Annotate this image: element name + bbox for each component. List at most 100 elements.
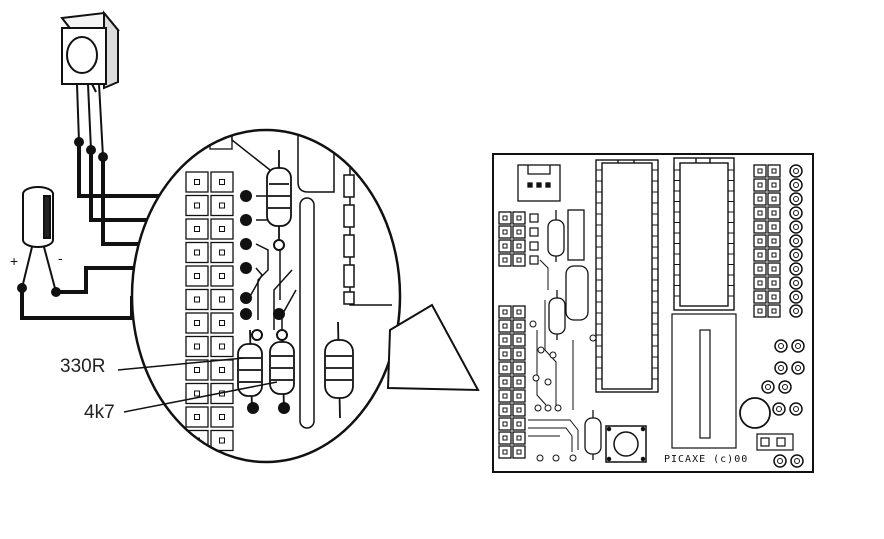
pad-hole xyxy=(194,273,200,279)
ir-receiver-icon xyxy=(60,10,120,158)
ring-hole xyxy=(765,384,771,390)
pad-hole xyxy=(502,393,508,399)
pad-hole xyxy=(502,449,508,455)
ring-hole xyxy=(793,266,799,272)
ring-hole xyxy=(795,343,801,349)
pad-hole xyxy=(502,243,508,249)
pad-hole xyxy=(771,168,777,174)
pad-hole xyxy=(516,393,522,399)
label-leaders xyxy=(117,357,278,413)
small-pad xyxy=(529,213,539,223)
pad-hole xyxy=(771,252,777,258)
small-pad xyxy=(529,241,539,251)
pad-hole xyxy=(516,351,522,357)
zoom-detail xyxy=(132,130,400,462)
pad-hole xyxy=(219,226,225,232)
ring-hole xyxy=(793,252,799,258)
capacitor-plus-label: + xyxy=(10,253,19,269)
pad-hole xyxy=(771,280,777,286)
pad-hole xyxy=(516,257,522,263)
pad-hole xyxy=(757,294,763,300)
ring-hole xyxy=(776,406,782,412)
small-pad xyxy=(529,255,539,265)
ring-hole xyxy=(778,343,784,349)
pad-hole xyxy=(757,308,763,314)
pad-hole xyxy=(516,421,522,427)
pad-hole xyxy=(516,309,522,315)
ring-hole xyxy=(777,458,783,464)
pad-hole xyxy=(757,238,763,244)
pad-hole xyxy=(502,365,508,371)
pad-hole xyxy=(194,202,200,209)
pad-hole xyxy=(771,266,777,272)
pad-hole xyxy=(516,337,522,343)
ring-hole xyxy=(793,406,799,412)
pad-hole xyxy=(502,309,508,315)
capacitor-minus-label: - xyxy=(58,250,63,266)
board-silkscreen-label: PICAXE (c)00 xyxy=(664,454,749,465)
ring-hole xyxy=(793,210,799,216)
resistor-4k7-label: 4k7 xyxy=(84,402,115,423)
pad-hole xyxy=(219,437,225,444)
pad-hole xyxy=(516,449,522,455)
pad-hole xyxy=(219,249,225,256)
pad-hole xyxy=(194,320,200,326)
ring-hole xyxy=(793,238,799,244)
zoom-pointer-arrow-icon xyxy=(386,303,480,392)
pad-hole xyxy=(771,294,777,300)
pad-hole xyxy=(194,390,200,397)
pad-hole xyxy=(757,252,763,258)
pad-hole xyxy=(516,407,522,413)
pad-hole xyxy=(757,210,763,216)
pad-hole xyxy=(771,196,777,202)
small-pad xyxy=(529,227,539,237)
pad-hole xyxy=(219,273,225,279)
pad-hole xyxy=(502,229,508,235)
pad-hole xyxy=(516,365,522,371)
pad-hole xyxy=(219,296,225,303)
pad-hole xyxy=(219,367,225,373)
pad-hole xyxy=(502,407,508,413)
pad-hole xyxy=(516,215,522,221)
ring-hole xyxy=(793,168,799,174)
pad-hole xyxy=(194,249,200,256)
pad-hole xyxy=(757,182,763,188)
ring-hole xyxy=(795,365,801,371)
ic-pins xyxy=(596,169,734,380)
pad-hole xyxy=(516,379,522,385)
pad-hole xyxy=(502,337,508,343)
pad-hole xyxy=(502,435,508,441)
pcb-header-pads xyxy=(498,164,781,459)
pad-hole xyxy=(502,351,508,357)
pad-hole xyxy=(757,280,763,286)
pad-hole xyxy=(771,224,777,230)
pad-hole xyxy=(757,196,763,202)
ring-hole xyxy=(793,294,799,300)
resistor-330r-label: 330R xyxy=(60,356,106,377)
pad-hole xyxy=(757,168,763,174)
pad-hole xyxy=(502,215,508,221)
pad-hole xyxy=(757,266,763,272)
pad-hole xyxy=(516,229,522,235)
pad-hole xyxy=(502,421,508,427)
pcb-rings xyxy=(761,164,805,468)
zoom-ellipse xyxy=(130,128,402,464)
pad-hole xyxy=(194,226,200,232)
pad-hole xyxy=(194,296,200,303)
wire-junctions xyxy=(17,137,108,297)
pad-hole xyxy=(516,243,522,249)
ring-hole xyxy=(793,196,799,202)
ring-hole xyxy=(793,280,799,286)
pad-hole xyxy=(219,343,225,350)
pad-hole xyxy=(194,179,200,185)
pad-hole xyxy=(771,210,777,216)
pad-hole xyxy=(771,308,777,314)
pcb-board xyxy=(492,153,814,473)
pad-hole xyxy=(219,202,225,209)
ring-hole xyxy=(793,182,799,188)
pad-hole xyxy=(219,320,225,326)
pad-hole xyxy=(194,343,200,350)
electrolytic-capacitor-icon xyxy=(21,186,57,293)
ring-hole xyxy=(794,458,800,464)
